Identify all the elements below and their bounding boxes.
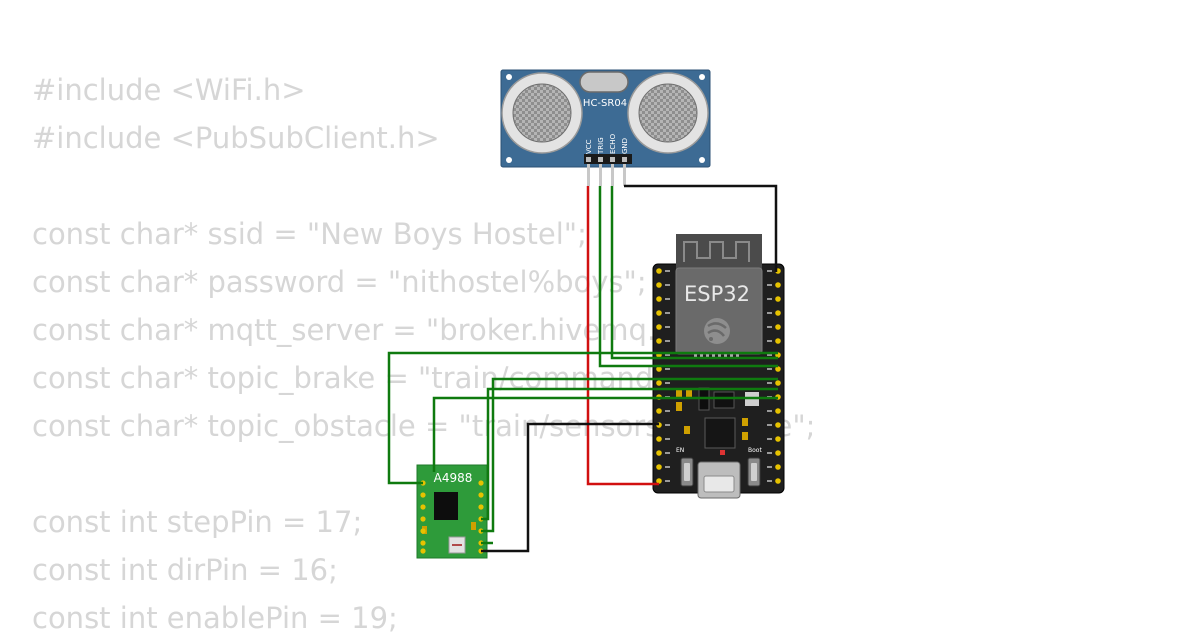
wire-enable-route[interactable] bbox=[481, 387, 778, 521]
en-button-label: EN bbox=[676, 447, 684, 454]
driver-label: A4988 bbox=[434, 471, 473, 485]
a4988-driver[interactable]: A4988 bbox=[416, 464, 488, 559]
esp32-board[interactable]: ESP32 bbox=[652, 234, 785, 499]
wire-step[interactable] bbox=[387, 351, 778, 485]
sensor-pin-label-gnd: GND bbox=[621, 138, 629, 154]
code-line: const int enablePin = 19; bbox=[32, 601, 398, 635]
wire-echo[interactable] bbox=[610, 186, 778, 360]
ultrasonic-sensor[interactable]: HC-SR04 VCC TRIG ECHO GND bbox=[500, 69, 711, 186]
esp32-left-pin-header[interactable] bbox=[656, 268, 662, 484]
esp32-right-pin-header[interactable] bbox=[775, 268, 781, 484]
sensor-pin-vcc[interactable] bbox=[586, 157, 591, 162]
code-line: const int stepPin = 17; bbox=[32, 505, 363, 539]
code-line: #include <PubSubClient.h> bbox=[32, 121, 440, 155]
code-line: const char* password = "nithostel%boys"; bbox=[32, 265, 647, 299]
espressif-logo-icon bbox=[704, 318, 730, 344]
micro-usb-port[interactable] bbox=[697, 461, 741, 499]
sensor-pin-trig[interactable] bbox=[598, 157, 603, 162]
sensor-pin-gnd[interactable] bbox=[622, 157, 627, 162]
code-line: const char* mqtt_server = "broker.hivemq… bbox=[32, 313, 742, 347]
sensor-pin-label-trig: TRIG bbox=[597, 137, 605, 155]
code-editor-background: #include <WiFi.h> #include <PubSubClient.… bbox=[32, 66, 815, 642]
transducer-left bbox=[501, 72, 583, 154]
wire-aux[interactable] bbox=[432, 396, 778, 472]
sensor-pin-label-vcc: VCC bbox=[585, 139, 593, 154]
boot-button[interactable] bbox=[747, 457, 761, 487]
driver-chip bbox=[434, 492, 458, 520]
esp32-label: ESP32 bbox=[684, 282, 750, 306]
wire-trig[interactable] bbox=[598, 186, 778, 368]
usb-uart-chip bbox=[704, 417, 736, 449]
en-button[interactable] bbox=[680, 457, 694, 487]
wire-vcc[interactable] bbox=[586, 186, 659, 486]
sensor-pin-label-echo: ECHO bbox=[609, 133, 617, 154]
wire-dir[interactable] bbox=[481, 377, 778, 533]
boot-button-label: Boot bbox=[748, 447, 762, 454]
sensor-pin-echo[interactable] bbox=[610, 157, 615, 162]
code-line: #include <WiFi.h> bbox=[32, 73, 306, 107]
transducer-right bbox=[627, 72, 709, 154]
code-line: const char* ssid = "New Boys Hostel"; bbox=[32, 217, 587, 251]
sensor-label: HC-SR04 bbox=[583, 98, 627, 109]
trimmer-potentiometer[interactable] bbox=[448, 536, 466, 554]
code-line: const int dirPin = 16; bbox=[32, 553, 338, 587]
wire-driver-gnd[interactable] bbox=[481, 422, 659, 553]
wire-sensor-gnd[interactable] bbox=[624, 184, 778, 272]
